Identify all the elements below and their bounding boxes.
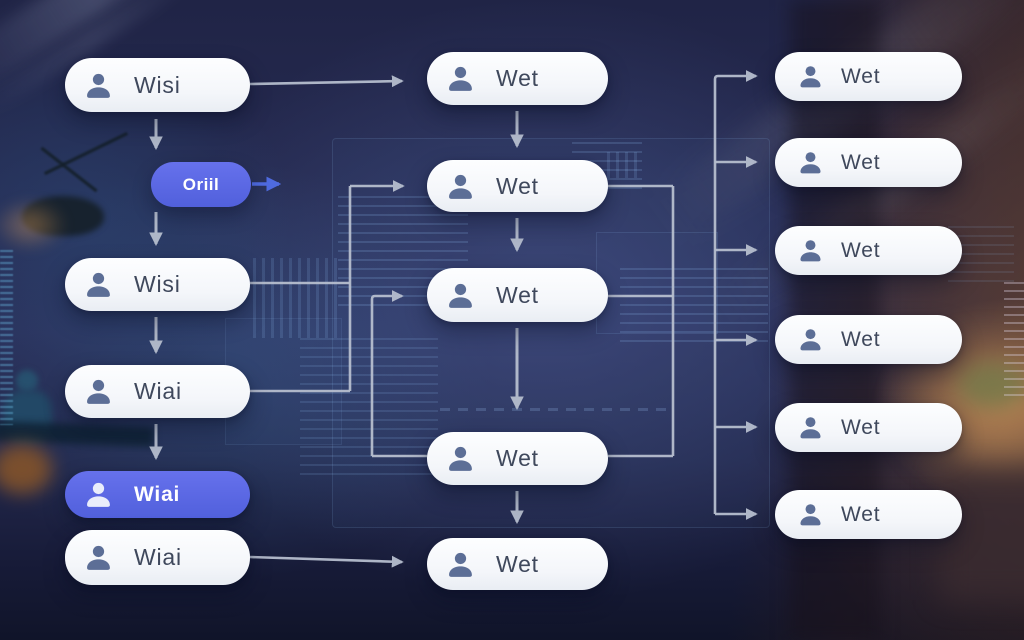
node-m3[interactable]: Wet — [427, 268, 608, 322]
connector-l1-to-m1 — [249, 75, 404, 88]
node-r2[interactable]: Wet — [775, 138, 962, 187]
person-icon — [82, 69, 115, 102]
node-l5[interactable]: Wiai — [65, 530, 250, 585]
node-label: Wet — [496, 550, 539, 577]
node-l3[interactable]: Wiai — [65, 365, 250, 418]
node-m5[interactable]: Wet — [427, 538, 608, 590]
node-label: Wisi — [134, 71, 181, 98]
node-label: Wet — [841, 239, 881, 262]
node-m2[interactable]: Wet — [427, 160, 608, 212]
person-icon — [796, 500, 825, 529]
person-icon — [82, 268, 115, 301]
node-label: Wiai — [134, 544, 182, 570]
person-icon — [796, 148, 825, 177]
node-label: Wiai — [134, 483, 181, 506]
node-l2[interactable]: Wisi — [65, 258, 250, 311]
node-l4-selected[interactable]: Wiai — [65, 471, 250, 518]
node-label: Wet — [496, 65, 539, 91]
node-label: Wet — [841, 151, 881, 174]
person-icon — [796, 236, 825, 265]
person-icon — [82, 541, 115, 574]
person-icon — [444, 170, 477, 203]
node-l1[interactable]: Wisi — [65, 58, 250, 112]
connector-l5-to-m5 — [249, 555, 404, 568]
node-label: Wiai — [134, 378, 182, 404]
person-icon — [796, 325, 825, 354]
person-icon — [444, 279, 477, 312]
node-r1[interactable]: Wet — [775, 52, 962, 101]
person-icon — [796, 62, 825, 91]
node-label: Wet — [841, 65, 881, 88]
person-icon — [82, 478, 115, 511]
node-r6[interactable]: Wet — [775, 490, 962, 539]
node-label: Wet — [841, 503, 881, 526]
node-r5[interactable]: Wet — [775, 403, 962, 452]
person-icon — [796, 413, 825, 442]
trunk-to-r1 — [713, 70, 758, 514]
node-r4[interactable]: Wet — [775, 315, 962, 364]
node-label: Wet — [841, 416, 881, 439]
node-m1[interactable]: Wet — [427, 52, 608, 105]
person-icon — [82, 375, 115, 408]
person-icon — [444, 442, 477, 475]
person-icon — [444, 62, 477, 95]
node-label: Wet — [496, 281, 539, 308]
node-pill[interactable]: Oriil — [151, 162, 251, 207]
node-label: Wet — [841, 328, 881, 351]
connector-into-m3 — [370, 290, 404, 456]
node-label: Wisi — [134, 271, 181, 297]
person-icon — [444, 548, 477, 581]
node-m4[interactable]: Wet — [427, 432, 608, 485]
node-label: Wet — [496, 445, 539, 471]
node-r3[interactable]: Wet — [775, 226, 962, 275]
node-label: Oriil — [182, 174, 220, 194]
node-label: Wet — [496, 172, 539, 199]
